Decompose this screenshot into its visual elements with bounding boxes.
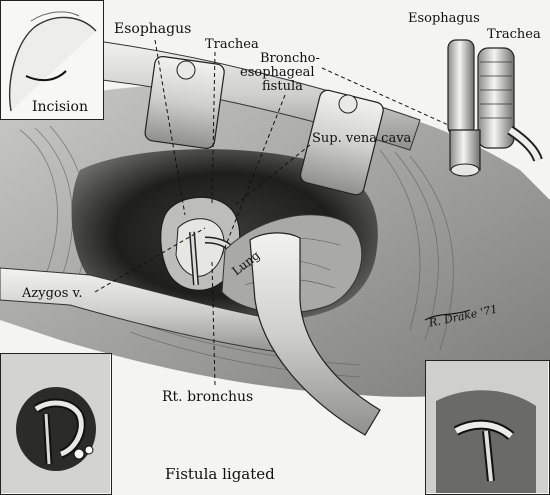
inset-repair-detail (425, 360, 550, 495)
label-broncho-line3: fistula (262, 79, 303, 94)
label-trachea-inset: Trachea (487, 27, 541, 42)
label-esophagus: Esophagus (114, 21, 192, 37)
label-sup-vena-cava: Sup. vena cava (312, 131, 412, 146)
label-broncho-line1: Broncho- (260, 51, 320, 66)
torso-sketch (9, 11, 97, 112)
inset-fistula-anatomy (410, 0, 550, 178)
retractor-clamp-left (144, 55, 225, 149)
label-trachea: Trachea (205, 37, 259, 52)
label-esophagus-inset: Esophagus (408, 11, 480, 26)
label-fistula-ligated: Fistula ligated (165, 465, 275, 483)
label-incision: Incision (32, 99, 88, 115)
inset-incision (0, 0, 104, 120)
trachea-esophagus-sketch (447, 39, 543, 177)
ligation-sketch (1, 354, 110, 493)
malleable-retractor (249, 232, 381, 436)
repair-sketch (426, 361, 548, 493)
inset-fistula-ligated (0, 353, 112, 495)
label-broncho-line2: esophageal (240, 65, 315, 80)
leader-lines (94, 39, 456, 386)
signature-mark (424, 309, 471, 321)
label-azygos: Azygos v. (22, 286, 83, 301)
label-rt-bronchus: Rt. bronchus (162, 389, 254, 405)
